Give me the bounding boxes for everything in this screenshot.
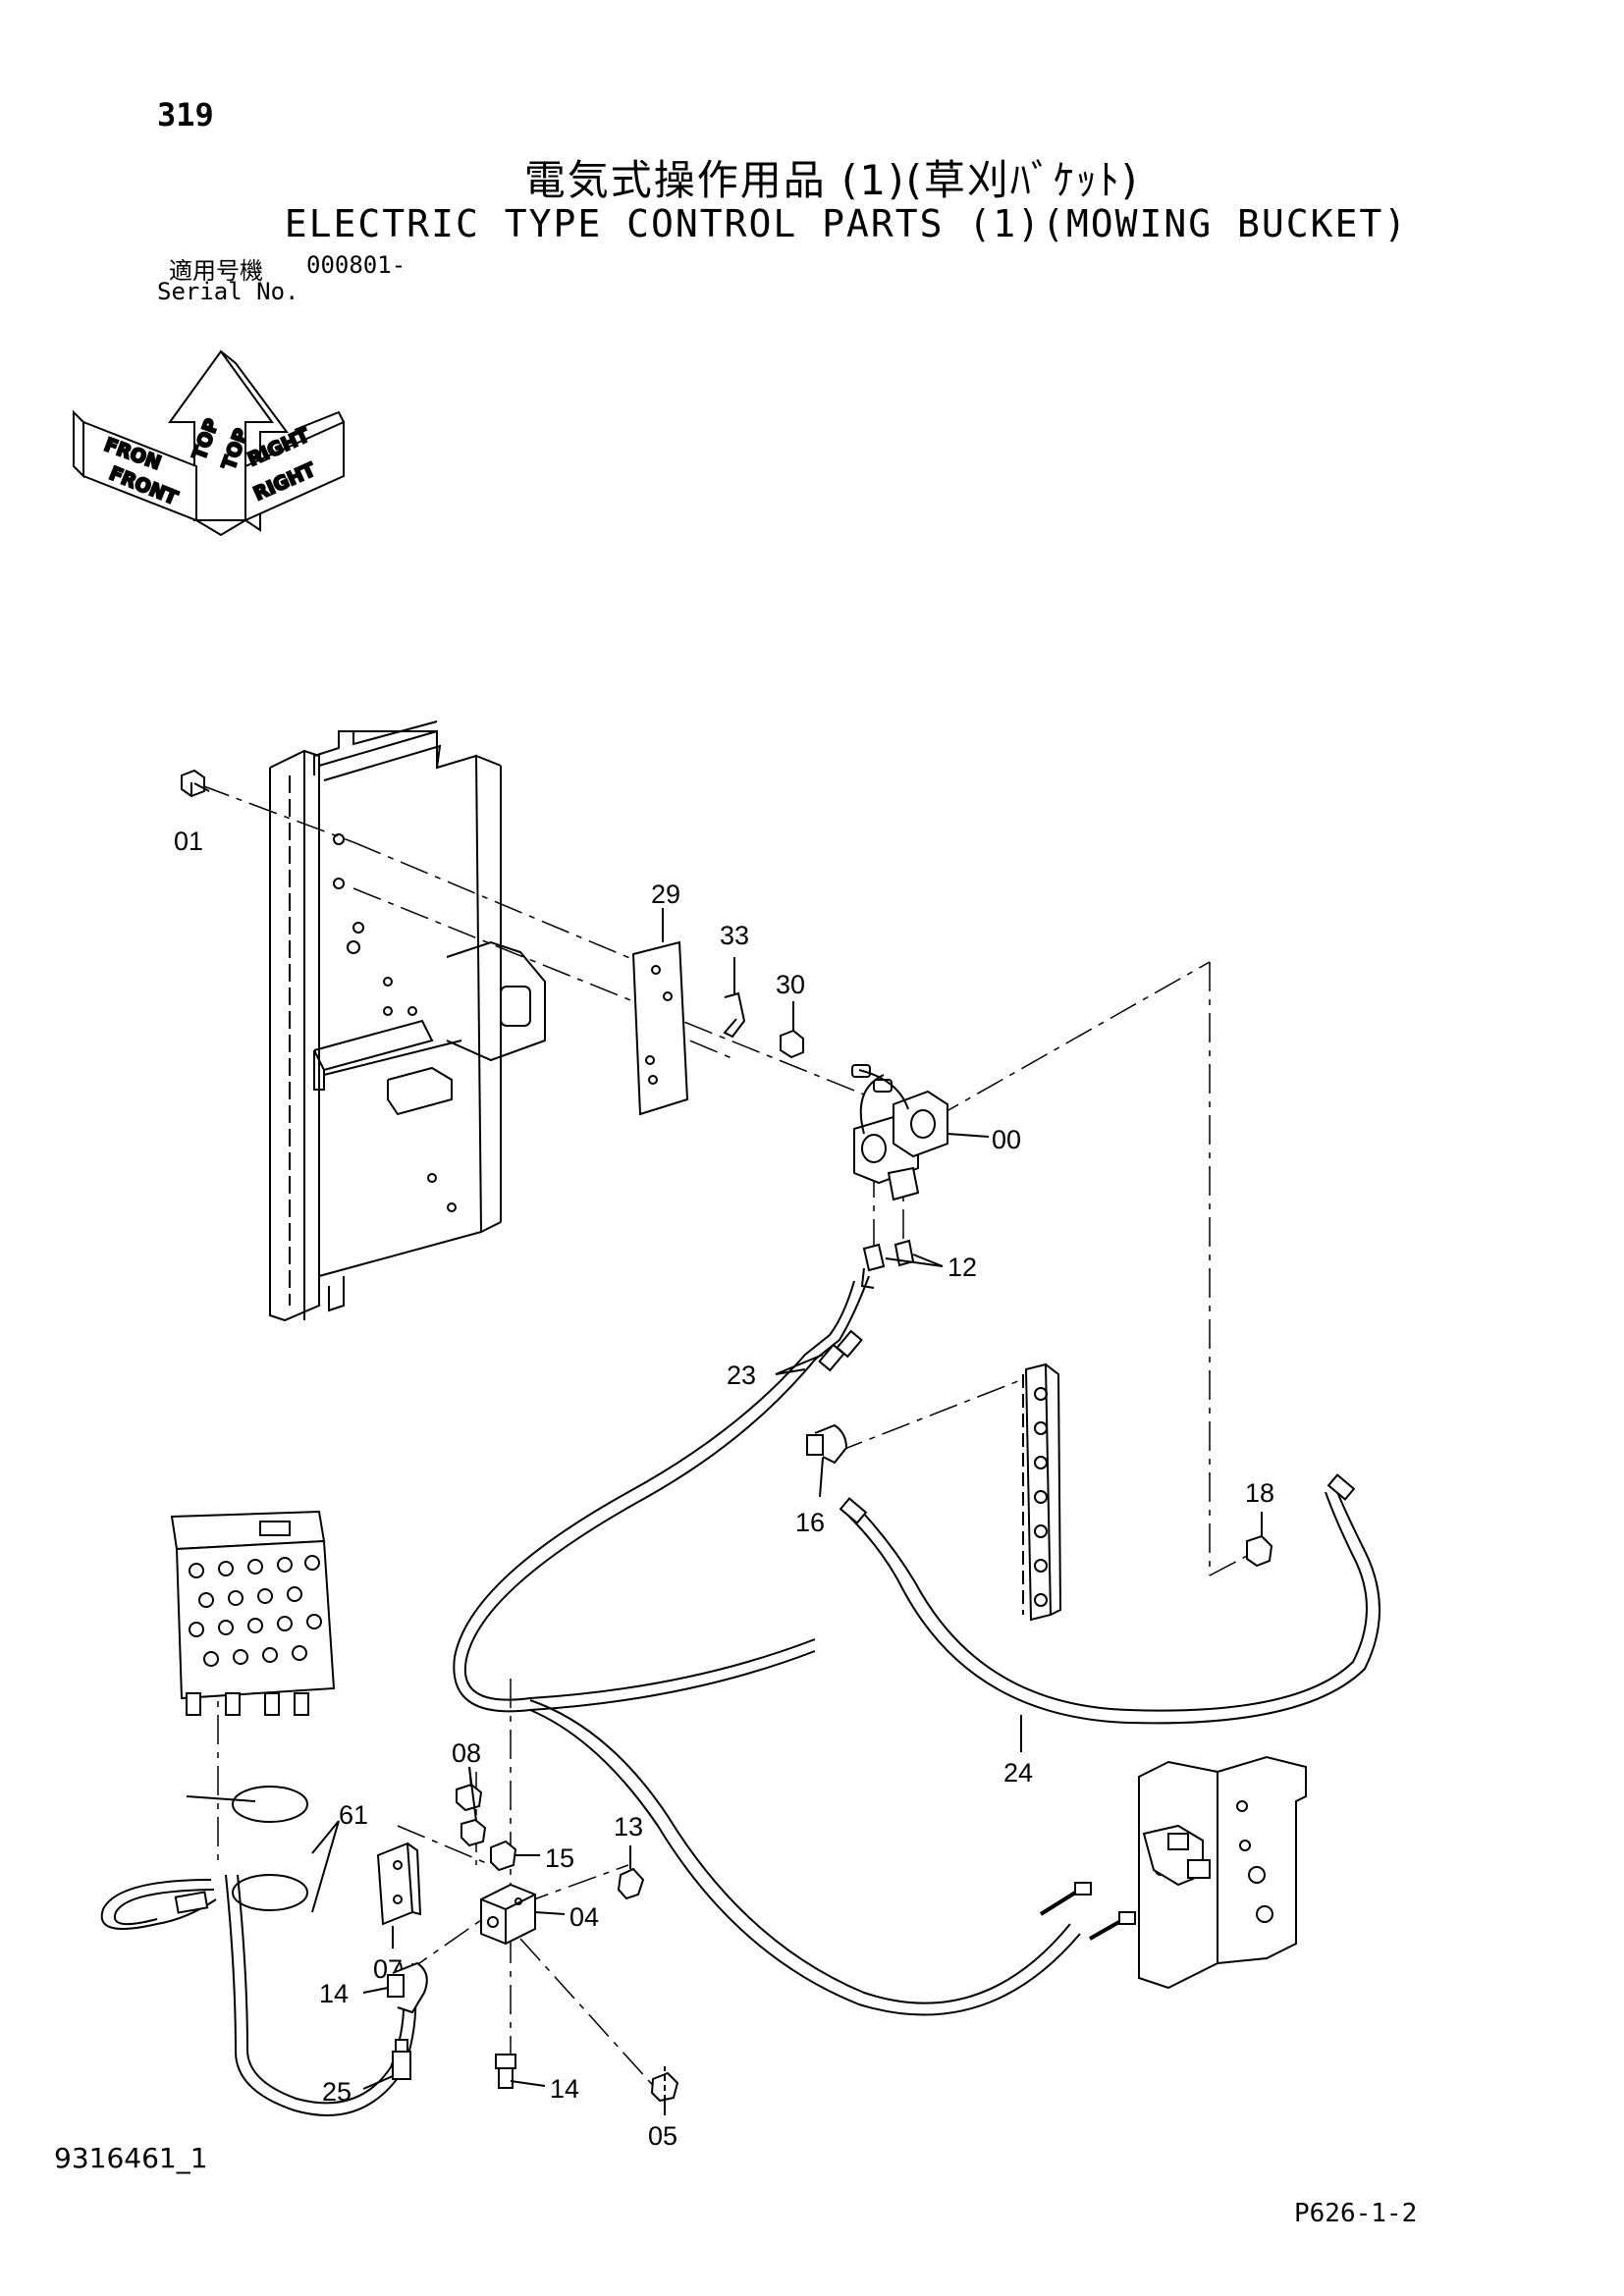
callout-14-left: 14 (319, 1979, 349, 2008)
fitting-14-bottom: 14 (495, 2054, 579, 2104)
page-code: P626-1-2 (1294, 2199, 1418, 2228)
callout-16: 16 (795, 1508, 825, 1537)
callout-00: 00 (992, 1125, 1021, 1154)
bolt-30: 30 (776, 970, 805, 1059)
title-english: ELECTRIC TYPE CONTROL PARTS (1)(MOWING B… (284, 202, 1409, 245)
adapter-18: 18 (1245, 1478, 1274, 1568)
callout-30: 30 (776, 970, 805, 999)
hose-23: 23 (453, 1275, 1136, 2016)
bolt-05: 05 (648, 2066, 679, 2151)
serial-value: 000801- (306, 251, 406, 279)
callout-24: 24 (1003, 1758, 1033, 1788)
plug-15: 15 (490, 1840, 574, 1873)
control-valve (170, 1510, 336, 1716)
right-bracket (1138, 1755, 1307, 1990)
orientation-arrow: FRON FRONT TOP TOP RIGHT RIGHT (73, 349, 345, 537)
callout-29: 29 (651, 880, 680, 909)
callout-12: 12 (947, 1253, 977, 1282)
callout-01: 01 (174, 827, 203, 856)
cable-ties-61: 61 (100, 1786, 417, 2116)
callout-04: 04 (569, 1902, 599, 1932)
callout-25: 25 (322, 2077, 352, 2107)
fittings-12: 12 (860, 1239, 977, 1289)
block-04: 04 (480, 1883, 599, 1946)
bolt-01: 01 (174, 769, 210, 856)
callout-23: 23 (727, 1361, 756, 1390)
callout-14-bottom: 14 (550, 2074, 579, 2104)
fitting-13: 13 (614, 1812, 645, 1900)
elbow-14-left: 14 (319, 1961, 428, 2014)
callout-18: 18 (1245, 1478, 1274, 1508)
serial-label-japanese: 適用号機 (169, 257, 263, 285)
callout-13: 13 (614, 1812, 643, 1842)
plate-29: 29 (631, 880, 689, 1116)
terminal-strip (1022, 1362, 1062, 1622)
document-code: 9316461_1 (54, 2142, 208, 2174)
elbow-16: 16 (795, 1423, 848, 1537)
callout-33: 33 (720, 921, 749, 950)
clip-33: 33 (720, 921, 749, 1039)
serial-label-english: Serial No. (157, 278, 299, 305)
title-japanese: 電気式操作用品 (1)(草刈ﾊﾞｹｯﾄ) (523, 156, 1140, 204)
callout-15: 15 (545, 1843, 574, 1873)
callout-08: 08 (452, 1738, 481, 1768)
page-number: 319 (157, 96, 214, 133)
hose-24: 24 (839, 1473, 1380, 1788)
fitting-25: 25 (322, 2039, 411, 2107)
callout-05: 05 (648, 2121, 677, 2151)
main-frame (269, 721, 546, 1322)
solenoid-valve-00: 00 (851, 1064, 1021, 1201)
bolts-08: 08 (452, 1738, 487, 1847)
callout-61: 61 (339, 1800, 368, 1830)
bracket-07: 07 (373, 1842, 422, 1984)
